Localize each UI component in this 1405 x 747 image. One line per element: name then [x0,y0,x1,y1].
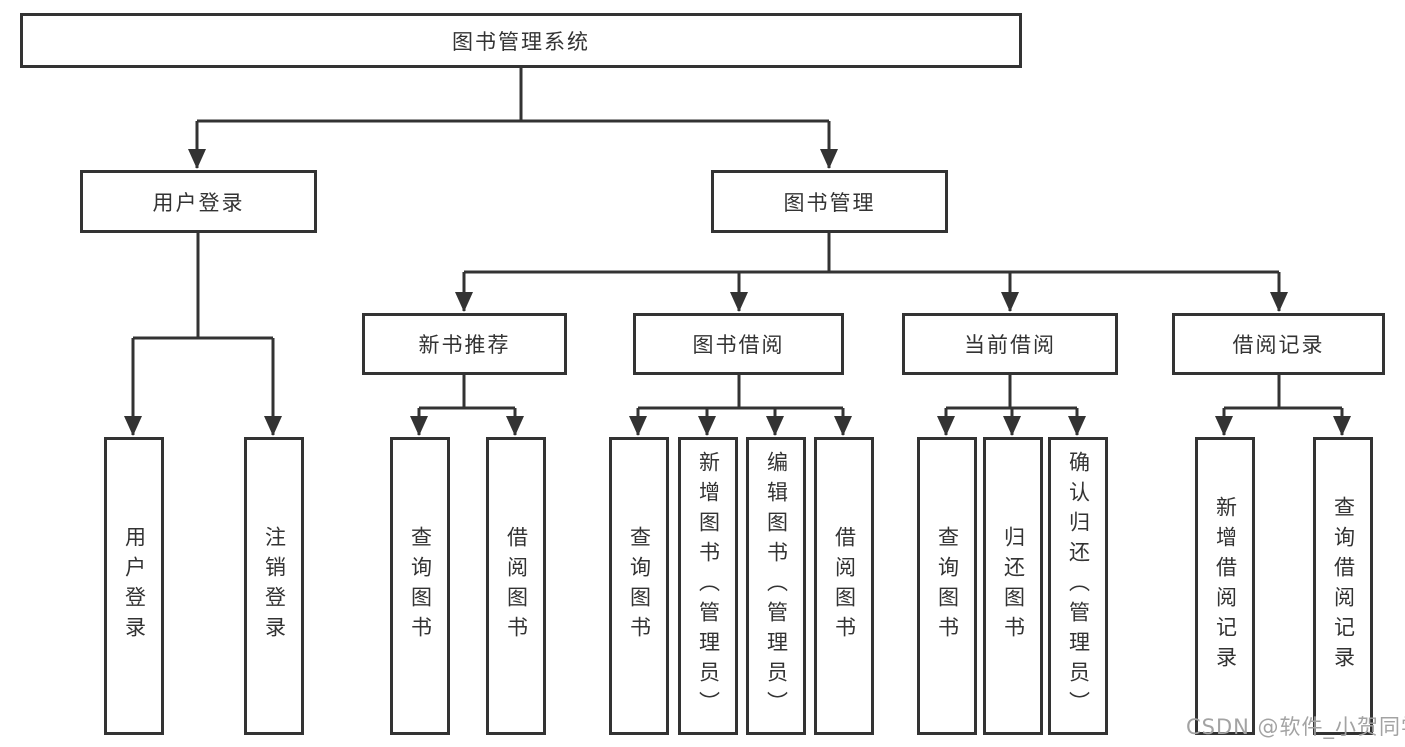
leaf-query-books-borrow: 查询图书 [609,437,669,735]
leaf-logout: 注销登录 [244,437,304,735]
leaf-add-borrow-record-label: 新增借阅记录 [1213,496,1238,676]
leaf-edit-books-admin: 编辑图书（管理员） [746,437,806,735]
node-book-borrowing: 图书借阅 [633,313,844,375]
leaf-query-books-current-label: 查询图书 [935,526,960,646]
leaf-confirm-return-admin: 确认归还（管理员） [1048,437,1108,735]
leaf-logout-label: 注销登录 [262,526,287,646]
node-book-management-label: 图书管理 [783,190,876,215]
leaf-borrow-books-label: 借阅图书 [832,526,857,646]
leaf-add-books-admin: 新增图书（管理员） [678,437,738,735]
leaf-query-borrow-record: 查询借阅记录 [1313,437,1373,735]
leaf-user-login-label: 用户登录 [122,526,147,646]
leaf-query-borrow-record-label: 查询借阅记录 [1331,496,1356,676]
leaf-user-login: 用户登录 [104,437,164,735]
node-user-login-label: 用户登录 [152,190,245,215]
node-root: 图书管理系统 [20,13,1022,68]
node-book-management: 图书管理 [711,170,948,233]
node-book-borrowing-label: 图书借阅 [692,333,785,357]
leaf-borrow-books-recommend-label: 借阅图书 [504,526,529,646]
leaf-add-borrow-record: 新增借阅记录 [1195,437,1255,735]
leaf-edit-books-admin-label: 编辑图书（管理员） [764,451,789,721]
node-borrowing-records: 借阅记录 [1172,313,1385,375]
node-user-login: 用户登录 [80,170,317,233]
csdn-watermark: CSDN @软件_小贺同学 [1186,715,1405,739]
leaf-query-books-current: 查询图书 [917,437,977,735]
leaf-add-books-admin-label: 新增图书（管理员） [696,451,721,721]
leaf-query-books-recommend-label: 查询图书 [408,526,433,646]
node-root-label: 图书管理系统 [452,29,590,54]
node-borrowing-records-label: 借阅记录 [1232,333,1325,357]
node-current-borrowing: 当前借阅 [902,313,1118,375]
leaf-confirm-return-admin-label: 确认归还（管理员） [1066,451,1091,721]
node-new-book-recommendation-label: 新书推荐 [418,333,511,357]
node-new-book-recommendation: 新书推荐 [362,313,567,375]
leaf-borrow-books: 借阅图书 [814,437,874,735]
leaf-return-books-label: 归还图书 [1001,526,1026,646]
node-current-borrowing-label: 当前借阅 [964,333,1056,357]
leaf-query-books-borrow-label: 查询图书 [627,526,652,646]
leaf-return-books: 归还图书 [983,437,1043,735]
leaf-query-books-recommend: 查询图书 [390,437,450,735]
leaf-borrow-books-recommend: 借阅图书 [486,437,546,735]
